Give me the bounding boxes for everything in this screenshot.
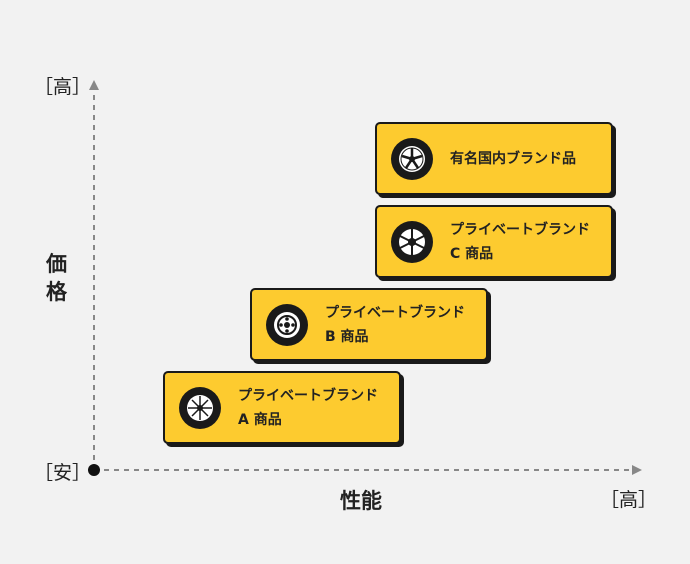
card-private-brand-a: プライベートブランド A 商品	[163, 371, 401, 444]
card-label: プライベートブランド	[450, 221, 590, 238]
tire-icon	[391, 220, 433, 263]
card-sublabel: A 商品	[238, 411, 282, 428]
y-low-label: ［安］	[34, 462, 92, 484]
tire-icon	[391, 137, 433, 180]
tire-icon	[179, 386, 221, 429]
y-axis-title: 価格	[46, 252, 67, 304]
card-private-brand-c: プライベートブランド C 商品	[375, 205, 613, 278]
card-sublabel: B 商品	[325, 328, 369, 345]
y-high-label: ［高］	[34, 76, 92, 98]
card-private-brand-b: プライベートブランド B 商品	[250, 288, 488, 361]
tire-icon	[266, 303, 308, 346]
card-sublabel: C 商品	[450, 245, 494, 262]
x-arrow-icon	[632, 465, 642, 475]
card-label: プライベートブランド	[238, 387, 378, 404]
x-axis-title: 性能	[340, 489, 382, 513]
origin-dot	[88, 464, 100, 476]
card-label: プライベートブランド	[325, 304, 465, 321]
card-label: 有名国内ブランド品	[450, 150, 576, 167]
y-arrow-icon	[89, 80, 99, 90]
card-domestic-brand: 有名国内ブランド品	[375, 122, 613, 195]
x-high-label: ［高］	[600, 489, 658, 511]
